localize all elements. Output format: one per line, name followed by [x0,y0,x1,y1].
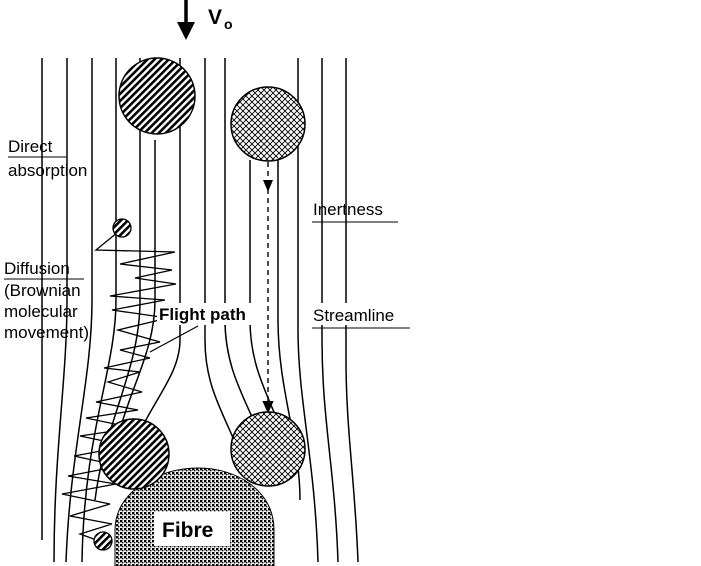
label-diffusion: Diffusion [4,259,70,278]
streamline [297,58,319,563]
label-flight-path: Flight path [159,305,246,324]
streamline [345,58,359,563]
streamline [277,160,301,501]
streamlines [41,58,359,563]
trajectory-start-arrow [263,180,273,192]
particle-direct-absorption-bottom [98,418,170,490]
label-movement: movement) [4,323,89,342]
label-fibre: Fibre [162,519,213,542]
streamline [65,58,93,563]
velocity-arrow [177,0,195,40]
streamline [81,58,117,563]
label-direct: Direct [8,137,53,156]
particle-inertia-bottom [230,411,306,487]
fibre-label-box [154,512,230,546]
streamline [321,58,339,563]
flight-path-leader [149,325,199,353]
particle-direct-absorption-top [118,57,196,135]
diffusion-path [61,231,177,543]
label-molecular: molecular [4,302,78,321]
particle-inertia-top [230,86,306,162]
label-inertness: Inertness [313,200,383,219]
label-brownian: (Brownian [4,281,81,300]
label-streamline: Streamline [313,306,394,325]
label-absorption: absorption [8,161,87,180]
particle-diffusion-small-bottom [93,531,113,551]
brownian-zigzag [61,231,177,543]
flight-path-label-bg [157,303,267,325]
streamline-label-bg [311,303,415,325]
streamline [53,58,68,563]
velocity-symbol: V [208,6,222,29]
velocity-subscript: o [224,16,233,32]
particle-diffusion-small-top [112,218,132,238]
